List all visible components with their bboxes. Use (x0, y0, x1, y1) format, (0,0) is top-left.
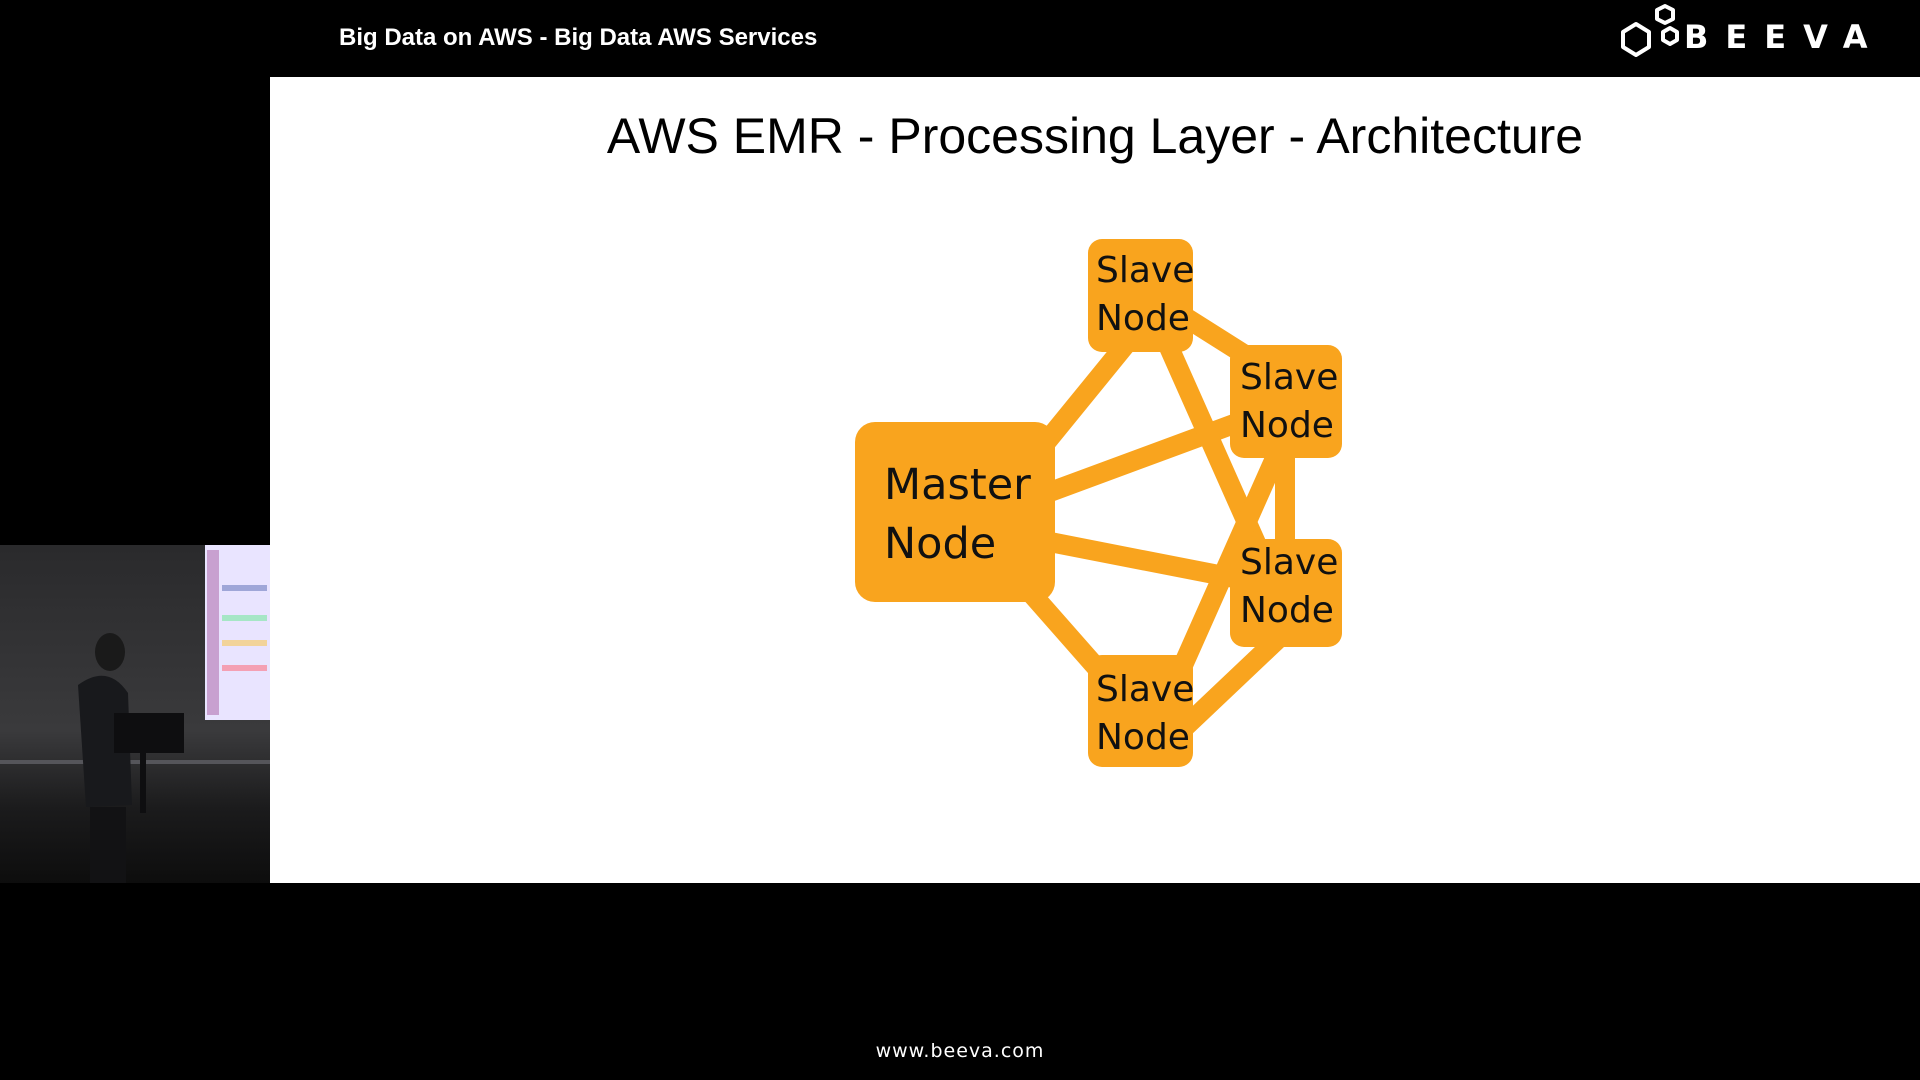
hexagon-logo-icon (1621, 4, 1679, 57)
node-slave-bottom-label-line2: Node (1096, 717, 1190, 758)
node-slave-top-label-line1: Slave (1096, 250, 1194, 291)
node-master: Master Node (855, 422, 1055, 602)
node-master-label-line1: Master (884, 460, 1031, 510)
node-slave-bottom: Slave Node (1088, 655, 1194, 767)
logo-text: BEEVA (1684, 18, 1885, 56)
emr-architecture-diagram: Master Node Slave Node Slave Node Slave … (855, 239, 1342, 767)
presentation-header-title: Big Data on AWS - Big Data AWS Services (339, 24, 818, 51)
node-slave-top: Slave Node (1088, 239, 1194, 352)
node-slave-bottom-label-line1: Slave (1096, 669, 1194, 710)
node-slave-right-lower: Slave Node (1230, 539, 1342, 647)
presenter-video-icon (0, 545, 270, 883)
node-slave-right-upper-label-line2: Node (1240, 405, 1334, 446)
connector-slave-right-lower-slave-bottom (1175, 627, 1290, 737)
node-slave-right-lower-label-line2: Node (1240, 590, 1334, 631)
node-slave-top-label-line2: Node (1096, 298, 1190, 339)
slide-title: AWS EMR - Processing Layer - Architectur… (606, 108, 1584, 164)
node-slave-right-lower-label-line1: Slave (1240, 542, 1338, 583)
beeva-logo: BEEVA (1608, 2, 1898, 72)
footer-url: www.beeva.com (875, 1040, 1045, 1062)
node-master-label-line2: Node (884, 519, 996, 569)
presenter-webcam-feed (0, 545, 270, 883)
node-slave-right-upper: Slave Node (1230, 345, 1342, 458)
node-slave-right-upper-label-line1: Slave (1240, 357, 1338, 398)
slide-canvas: AWS EMR - Processing Layer - Architectur… (270, 77, 1920, 883)
